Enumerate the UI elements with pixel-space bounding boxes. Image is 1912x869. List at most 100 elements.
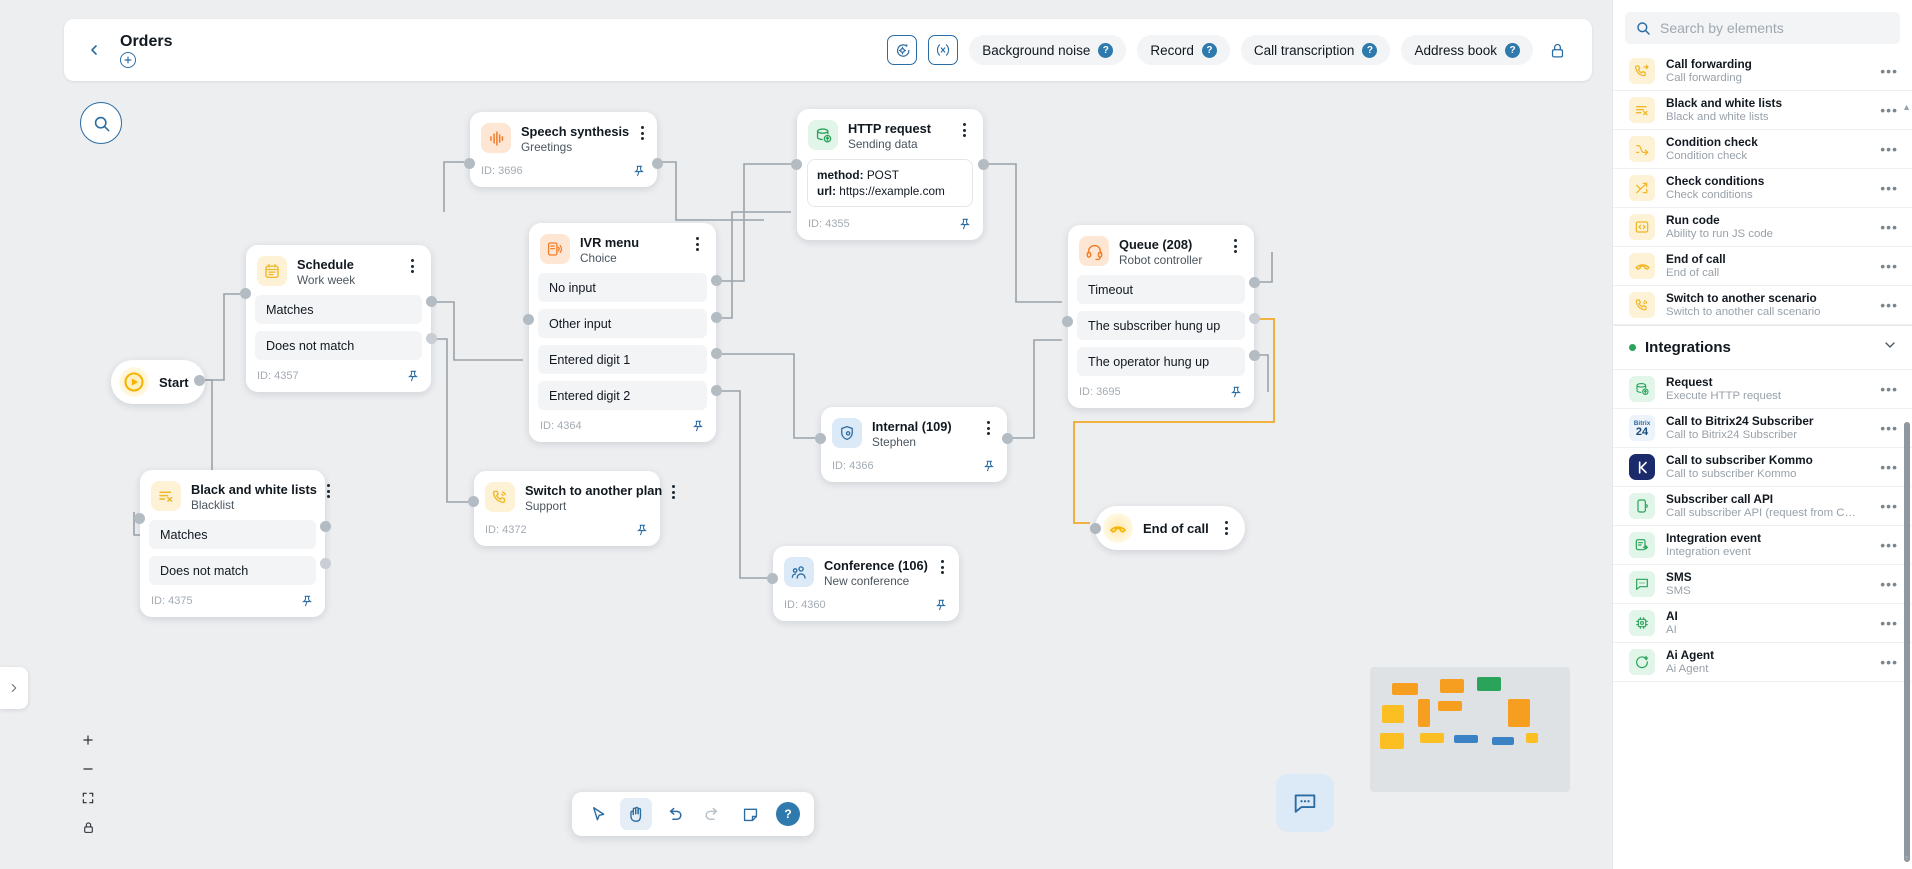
help-badge-icon[interactable]: ? (1098, 42, 1114, 58)
undo-icon[interactable] (658, 798, 690, 830)
port-dot-ivr-digit1[interactable] (711, 348, 722, 359)
fit-view-icon[interactable] (78, 789, 98, 807)
pin-icon[interactable] (406, 369, 420, 383)
port-dot-internal-in[interactable] (815, 433, 826, 444)
port-dot-schedule-matches[interactable] (426, 296, 437, 307)
node-internal[interactable]: Internal (109) Stephen ID: 4366 (821, 407, 1007, 482)
canvas-minimap[interactable] (1370, 667, 1570, 792)
port-dot-speech-in[interactable] (464, 158, 475, 169)
port-dot-ivr-digit2[interactable] (711, 385, 722, 396)
port-dot-ivr-otherinput[interactable] (711, 312, 722, 323)
variable-x-icon[interactable] (928, 35, 959, 65)
sidebar-item-menu-icon[interactable]: ••• (1880, 63, 1898, 79)
pill-address-book[interactable]: Address book ? (1401, 35, 1533, 65)
chat-bubble-icon[interactable] (1276, 774, 1334, 832)
node-http-request[interactable]: HTTP request Sending data method: POST u… (797, 109, 983, 240)
pill-call-transcription[interactable]: Call transcription ? (1240, 35, 1391, 65)
zoom-out-icon[interactable] (78, 760, 98, 778)
lock-icon[interactable] (1544, 37, 1570, 63)
sidebar-item-ai[interactable]: AI AI ••• (1613, 604, 1912, 643)
node-port-row[interactable]: No input (538, 273, 707, 302)
sidebar-item-menu-icon[interactable]: ••• (1880, 654, 1898, 670)
node-ivr-menu[interactable]: IVR menu Choice No input Other input Ent… (529, 223, 716, 442)
node-port-row[interactable]: Entered digit 1 (538, 345, 707, 374)
port-dot-conference-in[interactable] (767, 573, 778, 584)
sticky-note-icon[interactable] (734, 798, 766, 830)
port-dot-start-out[interactable] (194, 375, 205, 386)
help-badge-icon[interactable]: ? (1201, 42, 1217, 58)
pin-icon[interactable] (934, 598, 948, 612)
node-port-row[interactable]: Does not match (149, 556, 316, 585)
node-menu-icon[interactable] (980, 418, 996, 438)
node-conference[interactable]: Conference (106) New conference ID: 4360 (773, 546, 959, 621)
sidebar-item-menu-icon[interactable]: ••• (1880, 258, 1898, 274)
node-port-row[interactable]: The subscriber hung up (1077, 311, 1245, 340)
back-chevron-icon[interactable] (82, 38, 106, 62)
scroll-up-arrow-icon[interactable]: ▲ (1902, 102, 1911, 112)
help-badge-icon[interactable]: ? (1505, 42, 1520, 58)
node-menu-icon[interactable] (639, 123, 646, 143)
sidebar-item-request[interactable]: Request Execute HTTP request ••• (1613, 370, 1912, 409)
speech-bubble-gear-icon[interactable] (887, 35, 918, 65)
sidebar-item-ai-agent[interactable]: Ai Agent Ai Agent ••• (1613, 643, 1912, 682)
node-switch-to-another-plan[interactable]: Switch to another plan Support ID: 4372 (474, 471, 676, 546)
sidebar-item-menu-icon[interactable]: ••• (1880, 576, 1898, 592)
sidebar-item-check-conditions[interactable]: Check conditions Check conditions ••• (1613, 169, 1912, 208)
sidebar-item-menu-icon[interactable]: ••• (1880, 141, 1898, 157)
port-dot-schedule-in[interactable] (240, 288, 251, 299)
port-dot-speech-out[interactable] (652, 158, 663, 169)
sidebar-item-subscriber-call-api[interactable]: Subscriber call API Call subscriber API … (1613, 487, 1912, 526)
node-black-and-white-lists[interactable]: Black and white lists Blacklist Matches … (140, 470, 330, 617)
pin-icon[interactable] (691, 419, 705, 433)
sidebar-item-call-to-bitrix24-subscriber[interactable]: Bitrix 24 Call to Bitrix24 Subscriber Ca… (1613, 409, 1912, 448)
node-port-row[interactable]: Other input (538, 309, 707, 338)
node-port-row[interactable]: Matches (149, 520, 316, 549)
cursor-select-icon[interactable] (582, 798, 614, 830)
node-speech-synthesis[interactable]: Speech synthesis Greetings ID: 3696 (470, 112, 657, 187)
port-dot-http-in[interactable] (791, 159, 802, 170)
node-menu-icon[interactable] (1219, 518, 1235, 538)
sidebar-item-end-of-call[interactable]: End of call End of call ••• (1613, 247, 1912, 286)
port-dot-queue-in[interactable] (1062, 316, 1073, 327)
node-menu-icon[interactable] (404, 256, 420, 276)
sidebar-search[interactable] (1625, 12, 1900, 44)
node-queue[interactable]: Queue (208) Robot controller Timeout The… (1068, 225, 1254, 408)
node-menu-icon[interactable] (938, 557, 948, 577)
sidebar-item-integration-event[interactable]: Integration event Integration event ••• (1613, 526, 1912, 565)
search-input[interactable] (1660, 20, 1890, 36)
node-port-row[interactable]: Timeout (1077, 275, 1245, 304)
sidebar-item-call-forwarding[interactable]: Call forwarding Call forwarding ••• (1613, 52, 1912, 91)
port-dot-schedule-notmatch[interactable] (426, 333, 437, 344)
sidebar-item-menu-icon[interactable]: ••• (1880, 615, 1898, 631)
port-dot-switchplan-in[interactable] (468, 496, 479, 507)
port-dot-blacklist-matches[interactable] (320, 521, 331, 532)
sidebar-item-menu-icon[interactable]: ••• (1880, 537, 1898, 553)
node-port-row[interactable]: Does not match (255, 331, 422, 360)
redo-icon[interactable] (696, 798, 728, 830)
port-dot-queue-operator-hungup[interactable] (1249, 350, 1260, 361)
node-menu-icon[interactable] (689, 234, 705, 254)
pin-icon[interactable] (632, 164, 646, 178)
sidebar-scrollbar[interactable] (1904, 422, 1910, 862)
pill-background-noise[interactable]: Background noise ? (969, 35, 1127, 65)
port-dot-ivr-noinput[interactable] (711, 275, 722, 286)
sidebar-item-condition-check[interactable]: Condition check Condition check ••• (1613, 130, 1912, 169)
flow-canvas[interactable]: Start Speech synthesis Greetings ID: 369… (64, 92, 1592, 854)
chevron-down-icon[interactable] (1882, 337, 1898, 358)
node-port-row[interactable]: Matches (255, 295, 422, 324)
sidebar-item-menu-icon[interactable]: ••• (1880, 180, 1898, 196)
pin-icon[interactable] (982, 459, 996, 473)
sidebar-item-menu-icon[interactable]: ••• (1880, 459, 1898, 475)
pin-icon[interactable] (958, 217, 972, 231)
help-badge-icon[interactable]: ? (1362, 42, 1378, 58)
collapse-panel-arrow-icon[interactable] (0, 667, 28, 709)
node-port-row[interactable]: Entered digit 2 (538, 381, 707, 410)
scroll-down-arrow-icon[interactable]: ▼ (1902, 853, 1911, 863)
port-dot-queue-subscriber-hungup[interactable] (1249, 313, 1260, 324)
port-dot-endofcall-in[interactable] (1090, 523, 1101, 534)
node-menu-icon[interactable] (1227, 236, 1243, 256)
sidebar-item-menu-icon[interactable]: ••• (1880, 420, 1898, 436)
sidebar-item-menu-icon[interactable]: ••• (1880, 219, 1898, 235)
node-port-row[interactable]: The operator hung up (1077, 347, 1245, 376)
port-dot-queue-timeout[interactable] (1249, 277, 1260, 288)
